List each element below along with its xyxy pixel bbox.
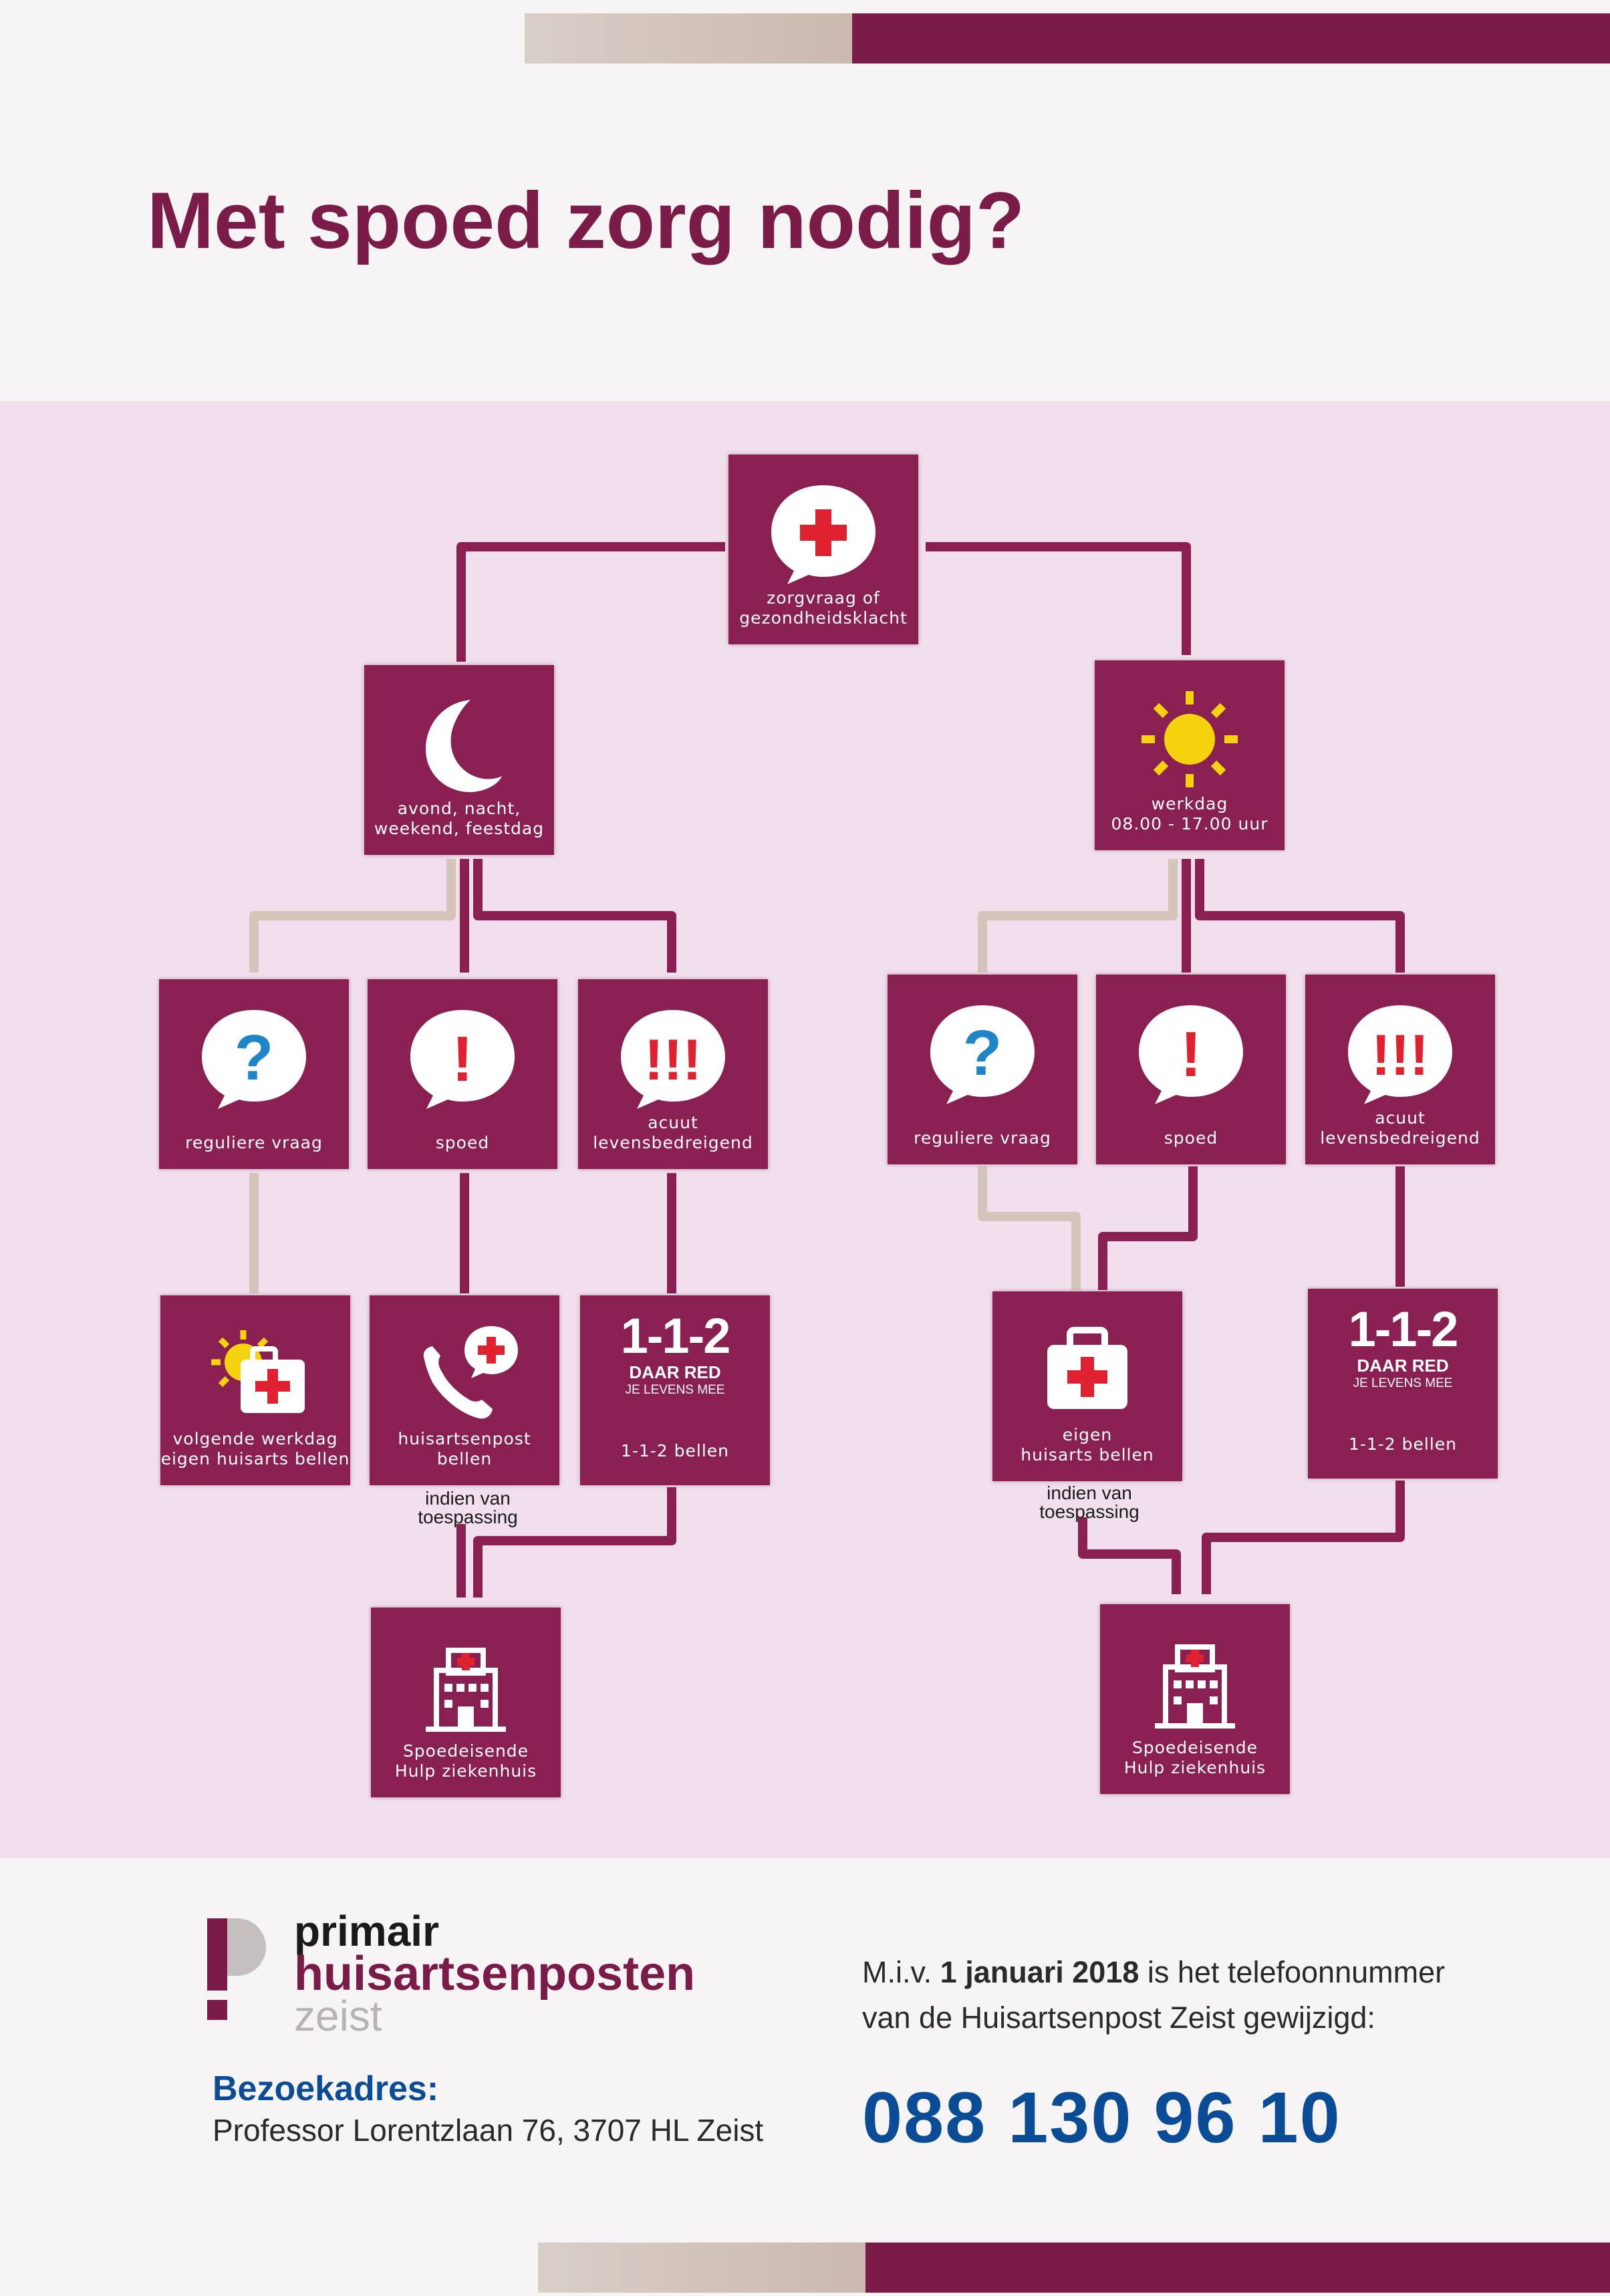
phone-number: 088 130 96 10	[862, 2077, 1341, 2158]
eigen-huisarts-label-line1: eigen	[1062, 1425, 1113, 1444]
top-decor-bar-dark	[852, 13, 1610, 63]
red-cross-bubble-icon	[771, 485, 876, 584]
phone-cross-icon	[423, 1326, 518, 1419]
huisartsenpost-label-line1: huisartsenpost	[398, 1429, 531, 1448]
note-right-line1: indien van	[1047, 1483, 1132, 1503]
box-left-acuut: !!! acuut levensbedreigend	[578, 979, 768, 1169]
box-left-spoed: ! spoed	[368, 979, 557, 1169]
right-reguliere-label: reguliere vraag	[914, 1128, 1051, 1148]
bottom-decor-bar-light	[538, 2243, 865, 2293]
112-logo: 1-1-2 DAAR RED JE LEVENS MEE	[593, 1310, 757, 1398]
112-logo-line2: JE LEVENS MEE	[1353, 1376, 1453, 1390]
box-eigen-huisarts-bellen: eigen huisarts bellen	[992, 1291, 1182, 1481]
box-right-spoedeisende-hulp: Spoedeisende Hulp ziekenhuis	[1100, 1604, 1290, 1794]
notice-date: 1 januari 2018	[940, 1955, 1139, 1989]
notice-prefix: M.i.v.	[862, 1955, 932, 1989]
note-left-line2: toespassing	[418, 1507, 518, 1527]
question-symbol: ?	[963, 1017, 1002, 1089]
box-zorgvraag: zorgvraag of gezondheidsklacht	[728, 455, 918, 644]
box-right-reguliere-vraag: ? reguliere vraag	[888, 975, 1077, 1164]
box-huisartsenpost-bellen: huisartsenpost bellen	[370, 1295, 559, 1485]
left-spoed-label: spoed	[435, 1133, 490, 1152]
left-112-label: 1-1-2 bellen	[620, 1441, 730, 1460]
112-logo-number: 1-1-2	[1348, 1301, 1459, 1357]
left-hospital-label-line2: Hulp ziekenhuis	[394, 1761, 537, 1781]
box-werkdag: werkdag 08.00 - 17.00 uur	[1095, 660, 1285, 850]
triple-exclamation-symbol: !!!	[644, 1028, 702, 1092]
note-right: indien van toespassing	[1016, 1484, 1163, 1521]
top-decor-bar-light	[525, 13, 852, 63]
eigen-huisarts-label-line2: huisarts bellen	[1021, 1445, 1154, 1464]
box-left-reguliere-vraag: ? reguliere vraag	[159, 979, 349, 1169]
exclamation-bubble-icon: !	[410, 1010, 515, 1109]
logo-primair: primair	[294, 1907, 439, 1955]
root-label-line2: gezondheidsklacht	[739, 608, 908, 628]
primair-logo-letter: P	[227, 1918, 228, 1919]
112-logo-line1: DAAR RED	[1357, 1356, 1449, 1376]
volgende-werkdag-label-line2: eigen huisarts bellen	[160, 1449, 350, 1469]
left-acuut-label-line2: levensbedreigend	[593, 1133, 753, 1152]
box-avond-nacht: avond, nacht, weekend, feestdag	[364, 665, 554, 855]
page-title: Met spoed zorg nodig?	[147, 176, 1025, 265]
question-symbol: ?	[235, 1022, 274, 1094]
box-right-acuut: !!! acuut levensbedreigend	[1305, 975, 1495, 1164]
left-acuut-label-line1: acuut	[648, 1113, 698, 1132]
address-heading: Bezoekadres:	[213, 2069, 439, 2108]
notice-line2: van de Huisartsenpost Zeist gewijzigd:	[862, 2001, 1375, 2035]
exclamation-symbol: !	[452, 1023, 473, 1095]
right-hospital-label-line1: Spoedeisende	[1131, 1738, 1258, 1757]
notice-rest: is het telefoonnummer	[1147, 1955, 1446, 1989]
right-spoed-label: spoed	[1164, 1128, 1218, 1148]
medical-bag-icon	[1047, 1327, 1127, 1409]
112-logo-line2: JE LEVENS MEE	[625, 1383, 725, 1397]
112-logo-line1: DAAR RED	[629, 1362, 721, 1382]
right-acuut-label-line2: levensbedreigend	[1320, 1128, 1480, 1148]
box-right-112-bellen: 1-1-2 DAAR RED JE LEVENS MEE 1-1-2 belle…	[1308, 1289, 1498, 1479]
exclamation-symbol: !	[1180, 1019, 1202, 1090]
primair-logo-text: primair huisartsenposten zeist	[294, 1907, 696, 2040]
note-left: indien van toespassing	[394, 1489, 541, 1527]
exclamation-bubble-icon: !	[1139, 1005, 1243, 1104]
left-hospital-label-line1: Spoedeisende	[402, 1741, 529, 1761]
day-label-line1: werkdag	[1151, 794, 1228, 813]
root-label-line1: zorgvraag of	[767, 588, 880, 608]
112-logo: 1-1-2 DAAR RED JE LEVENS MEE	[1321, 1303, 1484, 1392]
box-right-spoed: ! spoed	[1096, 975, 1286, 1164]
sun-medical-bag-icon	[211, 1330, 305, 1413]
question-bubble-icon: ?	[202, 1010, 306, 1109]
left-reguliere-label: reguliere vraag	[185, 1133, 323, 1152]
address-text: Professor Lorentzlaan 76, 3707 HL Zeist	[213, 2113, 764, 2148]
volgende-werkdag-label-line1: volgende werkdag	[172, 1429, 338, 1448]
right-acuut-label-line1: acuut	[1375, 1108, 1426, 1128]
note-left-line1: indien van	[425, 1488, 511, 1509]
logo-zeist: zeist	[294, 1992, 382, 2040]
hospital-icon	[1155, 1644, 1235, 1729]
triple-exclamation-symbol: !!!	[1371, 1023, 1429, 1088]
moon-icon	[426, 700, 502, 793]
bottom-decor-bar-dark	[865, 2243, 1610, 2293]
box-left-112-bellen: 1-1-2 DAAR RED JE LEVENS MEE 1-1-2 belle…	[580, 1295, 770, 1485]
box-volgende-werkdag: volgende werkdag eigen huisarts bellen	[160, 1295, 350, 1485]
triple-exclamation-bubble-icon: !!!	[621, 1010, 725, 1109]
right-112-label: 1-1-2 bellen	[1348, 1434, 1458, 1454]
sun-icon	[1142, 691, 1238, 787]
note-right-line2: toespassing	[1039, 1501, 1139, 1522]
huisartsenpost-label-line2: bellen	[436, 1449, 493, 1469]
primair-logo-mark: P	[207, 1918, 267, 2025]
box-left-spoedeisende-hulp: Spoedeisende Hulp ziekenhuis	[371, 1608, 561, 1797]
night-label-line1: avond, nacht,	[397, 799, 521, 818]
logo-huisartsenposten: huisartsenposten	[294, 1947, 696, 2001]
triple-exclamation-bubble-icon: !!!	[1348, 1005, 1452, 1104]
112-logo-number: 1-1-2	[620, 1308, 731, 1364]
day-label-line2: 08.00 - 17.00 uur	[1111, 814, 1268, 834]
night-label-line2: weekend, feestdag	[374, 819, 545, 838]
right-hospital-label-line2: Hulp ziekenhuis	[1123, 1758, 1266, 1777]
notice-line1: M.i.v. 1 januari 2018 is het telefoonnum…	[862, 1955, 1445, 1990]
hospital-icon	[426, 1648, 506, 1732]
question-bubble-icon: ?	[930, 1005, 1035, 1104]
